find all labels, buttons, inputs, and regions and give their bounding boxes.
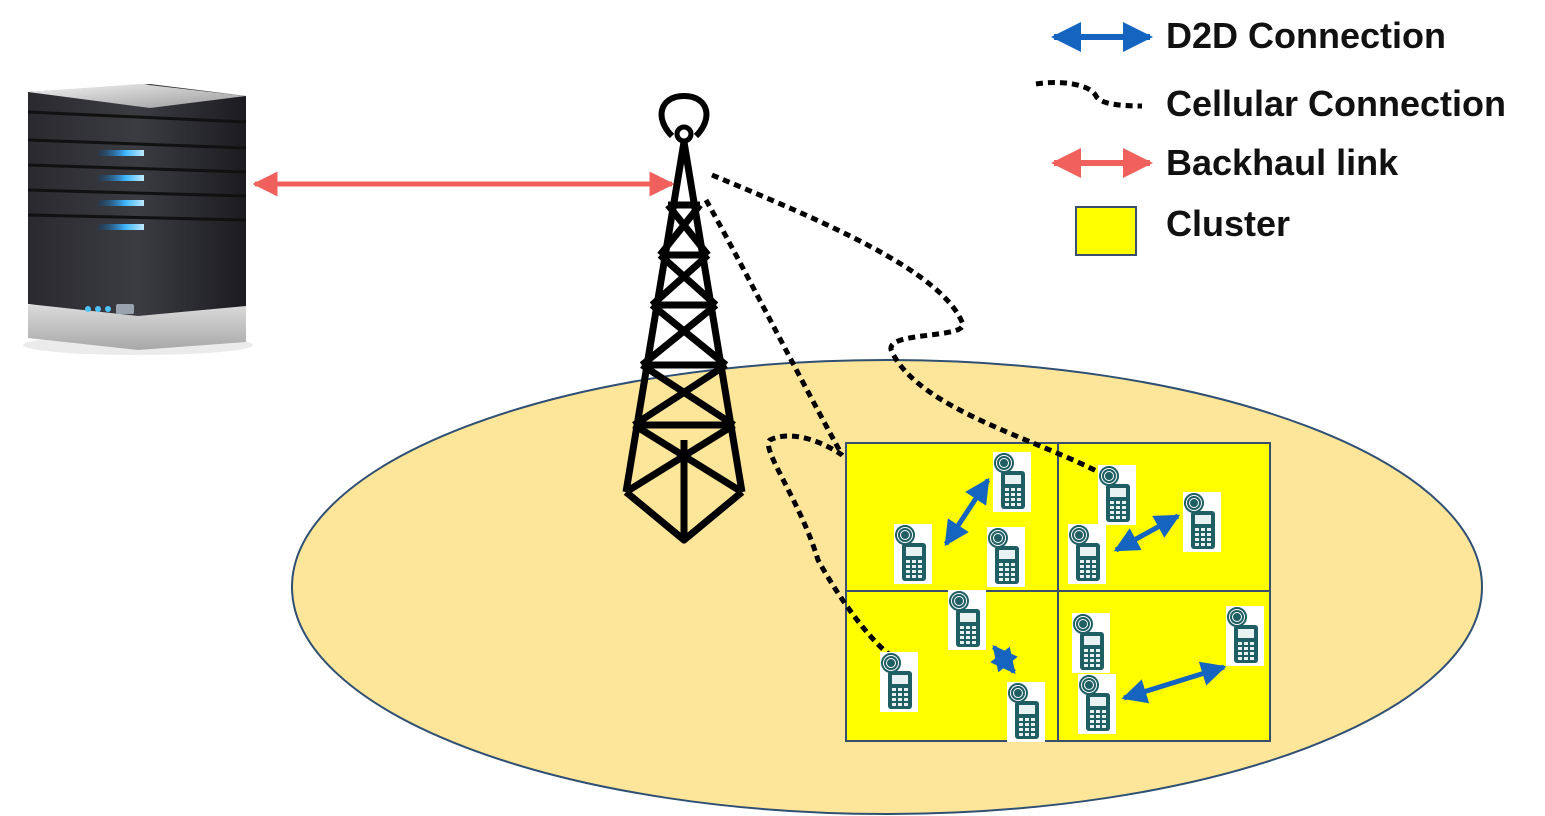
legend-cellular-label: Cellular Connection — [1166, 83, 1507, 124]
mobile-phone-icon — [1078, 674, 1116, 734]
legend-backhaul-label: Backhaul link — [1166, 142, 1399, 183]
mobile-phone-icon — [894, 524, 932, 584]
mobile-phone-icon — [948, 590, 986, 650]
cellular-link-top-right — [711, 172, 1106, 478]
cellular-connections — [703, 172, 1106, 657]
mobile-devices — [880, 452, 1264, 742]
legend — [1035, 22, 1153, 256]
mobile-phone-icon — [993, 452, 1031, 512]
mobile-phone-icon — [1007, 682, 1045, 742]
cell-tower-icon — [622, 93, 746, 544]
legend-cellular-line — [1035, 80, 1143, 109]
cellular-link-top-left — [703, 198, 892, 657]
d2d-link-4 — [1121, 661, 1227, 704]
legend-cluster-label: Cluster — [1166, 203, 1291, 244]
mobile-phone-icon — [1183, 492, 1221, 552]
legend-cluster-swatch — [1075, 206, 1137, 256]
d2d-link-2 — [1113, 513, 1181, 553]
d2d-connections — [943, 477, 1227, 704]
mobile-phone-icon — [987, 527, 1025, 587]
mobile-phone-icon — [1226, 606, 1264, 666]
legend-d2d-label: D2D Connection — [1166, 15, 1447, 56]
mobile-phone-icon — [1072, 613, 1110, 673]
d2d-link-3 — [990, 645, 1018, 674]
mobile-phone-icon — [1098, 465, 1136, 525]
mobile-phone-icon — [880, 652, 918, 712]
server-icon — [23, 84, 253, 355]
mobile-phone-icon — [1068, 524, 1106, 584]
d2d-link-1 — [943, 477, 991, 547]
